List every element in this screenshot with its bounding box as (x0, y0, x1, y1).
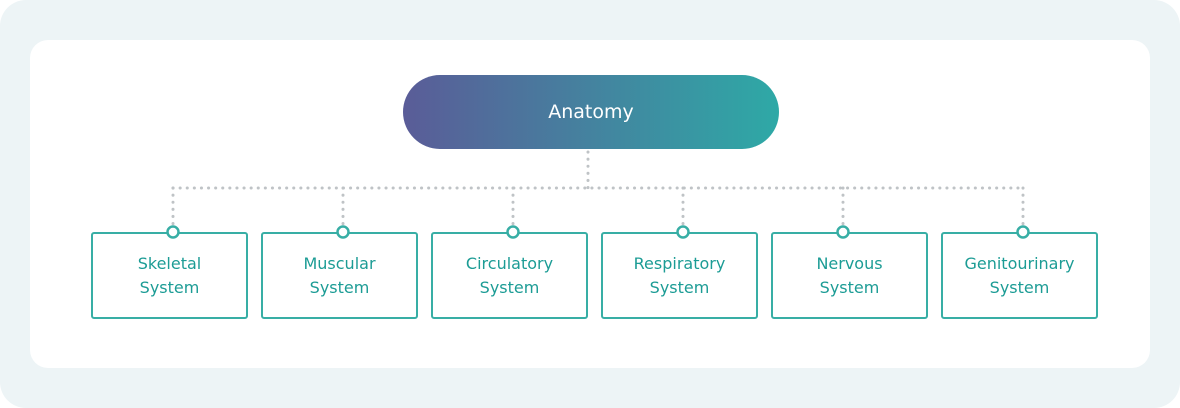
connector-dot-muscular (336, 225, 350, 239)
connector-dot-nervous (836, 225, 850, 239)
node-circulatory-system[interactable]: Circulatory System (431, 232, 588, 319)
node-label: Skeletal System (137, 253, 202, 297)
node-label: Respiratory System (633, 253, 726, 297)
node-label: Genitourinary System (964, 253, 1075, 297)
root-node-anatomy[interactable]: Anatomy (403, 75, 779, 149)
node-label: Nervous System (816, 253, 883, 297)
node-respiratory-system[interactable]: Respiratory System (601, 232, 758, 319)
connector-dot-skeletal (166, 225, 180, 239)
node-genitourinary-system[interactable]: Genitourinary System (941, 232, 1098, 319)
node-label: Muscular System (303, 253, 376, 297)
node-skeletal-system[interactable]: Skeletal System (91, 232, 248, 319)
connector-dot-respiratory (676, 225, 690, 239)
root-node-label: Anatomy (548, 101, 634, 123)
connector-dot-genitourinary (1016, 225, 1030, 239)
node-label: Circulatory System (465, 253, 554, 297)
connector-dot-circulatory (506, 225, 520, 239)
